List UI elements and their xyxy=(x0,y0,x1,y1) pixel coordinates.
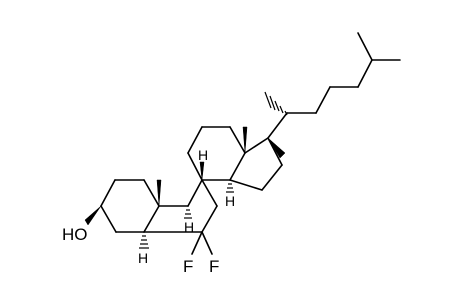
bond-c16-c17 xyxy=(267,137,283,166)
ring-c xyxy=(187,126,246,181)
bond-c7-c6 xyxy=(201,205,218,233)
bond-c15-c16 xyxy=(261,164,283,191)
ring-a xyxy=(100,179,160,233)
bond-c14-c13 xyxy=(229,152,246,181)
h8-label: H xyxy=(198,147,208,163)
h14-hash xyxy=(226,183,234,193)
h5-label: H xyxy=(138,250,148,266)
h14-label: H xyxy=(225,193,235,209)
hydroxyl-label: HO xyxy=(62,225,88,244)
bond-c13-c12 xyxy=(229,126,246,154)
bond-c25-c26 xyxy=(357,32,373,61)
c3-oh-wedge xyxy=(84,205,102,226)
h9-label: H xyxy=(184,219,194,235)
h8-wedge xyxy=(199,161,205,181)
fluorine-2-label: F xyxy=(209,257,219,276)
bond-c6-f2 xyxy=(201,231,213,255)
bond-c9-c8-top xyxy=(187,152,203,181)
bond-c24-c25 xyxy=(357,59,373,88)
bond-c5-c10 xyxy=(143,205,160,233)
c17-wedge xyxy=(267,137,286,159)
c21-methyl-hash xyxy=(264,91,288,116)
ring-d xyxy=(229,137,283,191)
bond-c10-c1 xyxy=(143,179,160,207)
ring-b xyxy=(143,179,218,233)
bond-c2-c3 xyxy=(100,179,116,207)
bond-c22-c23 xyxy=(315,86,331,114)
bond-c17-c13 xyxy=(244,137,269,154)
bond-c11-c9 xyxy=(187,126,203,154)
bond-c6-f1 xyxy=(191,231,203,255)
bond-c3-c4 xyxy=(100,205,117,233)
c18-methyl-wedge xyxy=(242,126,248,154)
bond-c14-c15 xyxy=(229,179,263,191)
bond-c9-c8 xyxy=(187,179,203,207)
h5-hash xyxy=(139,235,149,249)
fluorine-1-label: F xyxy=(183,257,193,276)
h9-hash xyxy=(184,209,192,219)
c19-methyl-wedge xyxy=(156,179,162,207)
bond-c17-c20 xyxy=(267,112,288,139)
side-chain xyxy=(267,32,401,139)
bond-c8-c7 xyxy=(201,179,218,207)
